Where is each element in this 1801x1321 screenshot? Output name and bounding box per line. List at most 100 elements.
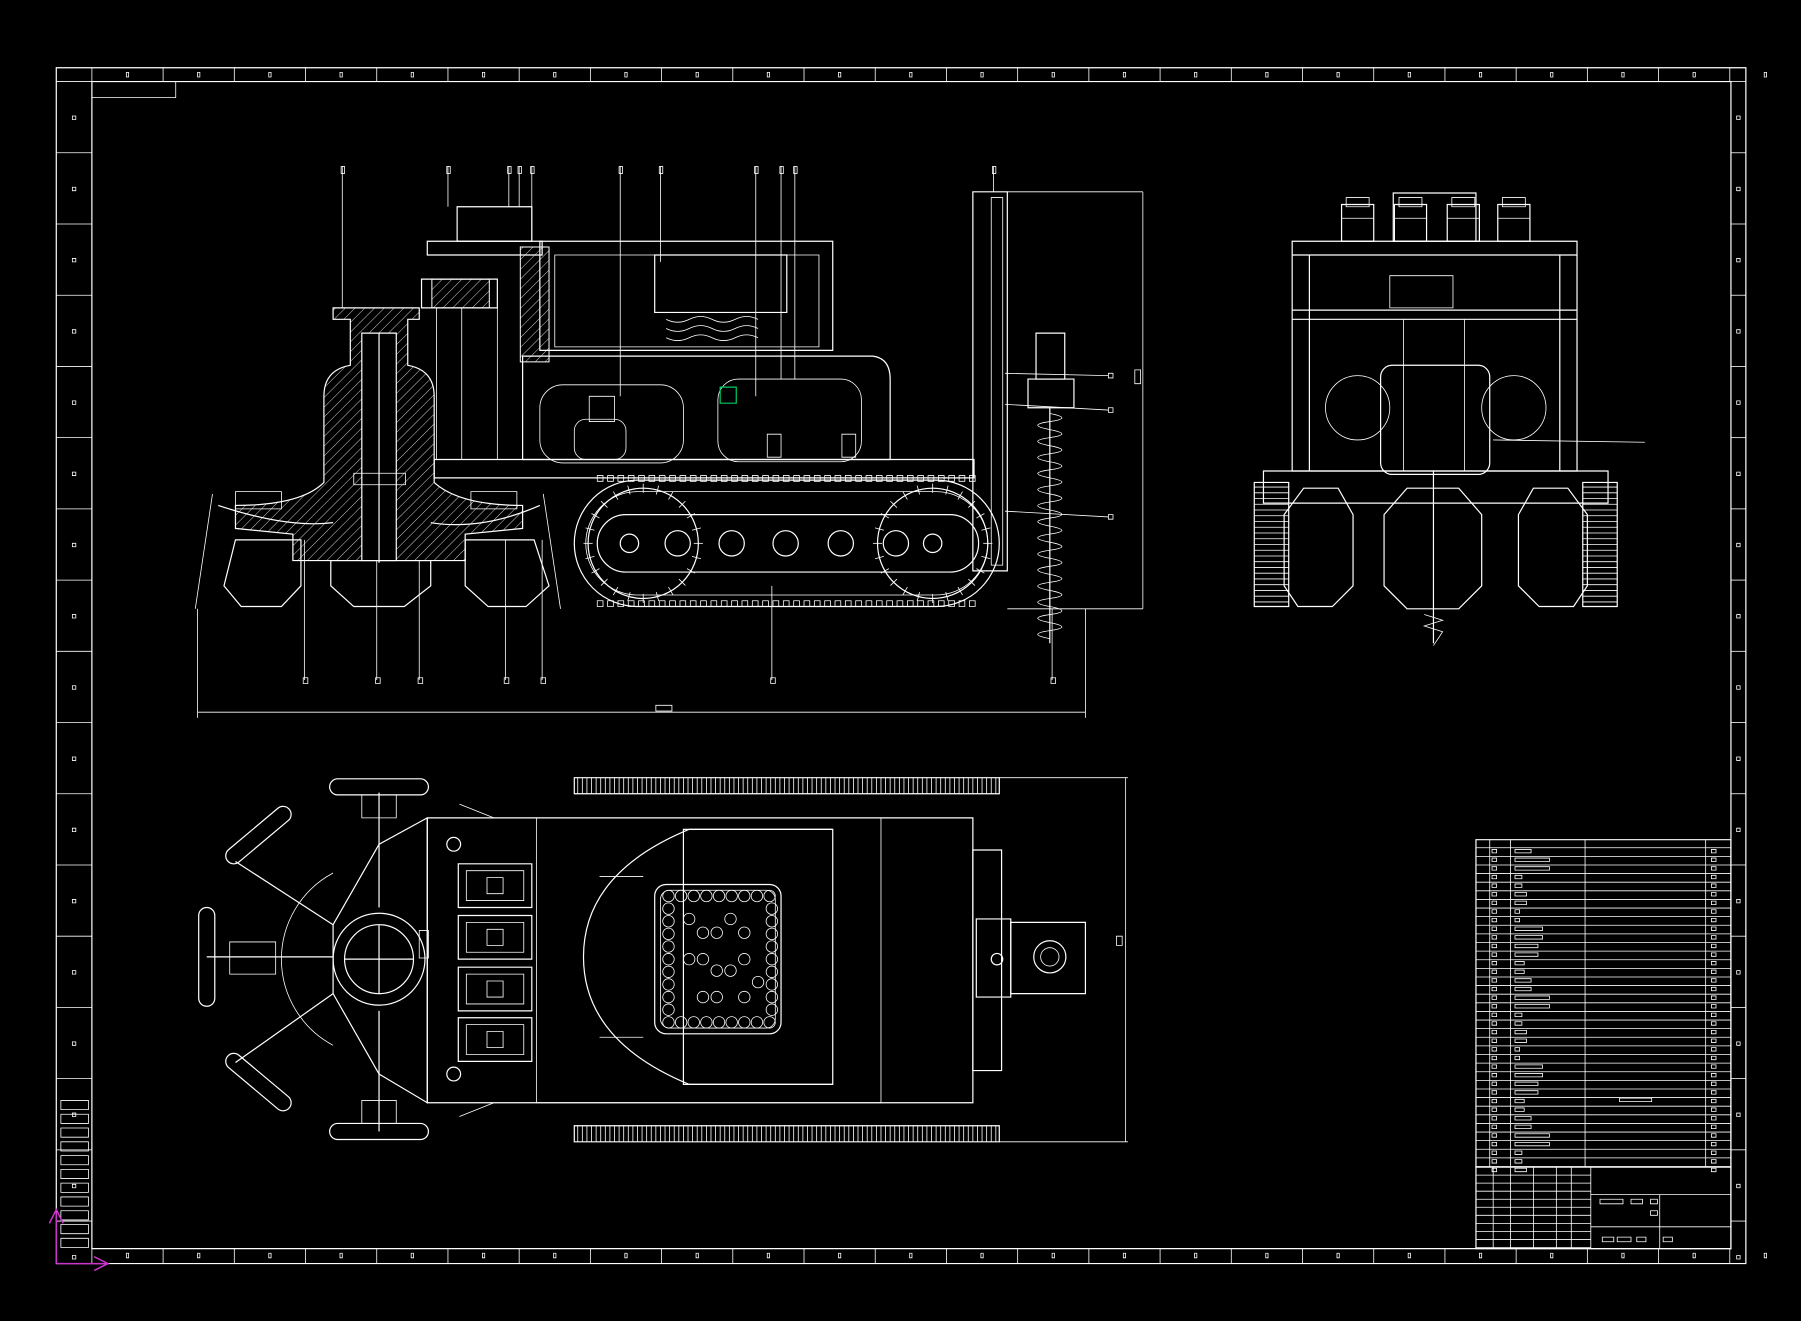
selection-grip-icon[interactable] bbox=[720, 387, 736, 403]
frame-tick-mark bbox=[1479, 1253, 1481, 1258]
bom-cell-mark bbox=[1492, 1039, 1497, 1042]
bom-cell-mark bbox=[1711, 1073, 1716, 1076]
track-tooth bbox=[721, 476, 727, 482]
ucs-axis-icon[interactable] bbox=[49, 1210, 108, 1271]
frame-tick-mark bbox=[1551, 1253, 1553, 1258]
leader-tag bbox=[1051, 678, 1056, 684]
track-tooth bbox=[732, 601, 738, 607]
planter-link bbox=[459, 804, 493, 818]
seed-hole bbox=[739, 890, 750, 901]
bom-cell-mark bbox=[1711, 1134, 1716, 1137]
track-tooth bbox=[639, 476, 645, 482]
frame-tick-mark bbox=[1737, 615, 1740, 618]
bom-cell-text bbox=[1515, 1151, 1522, 1154]
frame-tick-mark bbox=[1737, 757, 1740, 760]
bom-cell-mark bbox=[1492, 996, 1497, 999]
leader-tag bbox=[376, 678, 381, 684]
bom-cell-text bbox=[1515, 1168, 1526, 1171]
frame-tick-mark bbox=[1479, 72, 1481, 77]
frame-tick-mark bbox=[72, 828, 75, 831]
bom-cell-mark bbox=[1492, 1065, 1497, 1068]
track-tooth bbox=[763, 476, 769, 482]
seed-hole bbox=[697, 927, 708, 938]
bom-cell-text bbox=[1515, 987, 1531, 990]
bom-cell-text bbox=[1515, 953, 1538, 956]
seed-hole bbox=[663, 916, 674, 927]
frame-tick-mark bbox=[696, 72, 698, 77]
motor-cap bbox=[1346, 198, 1369, 207]
track-tooth bbox=[918, 476, 924, 482]
frame-tick-mark bbox=[72, 1113, 75, 1116]
bom-cell-mark bbox=[1492, 918, 1497, 921]
bom-cell-mark bbox=[1711, 1065, 1716, 1068]
frame-tick-mark bbox=[198, 1253, 200, 1258]
bom-cell-text bbox=[1515, 893, 1526, 896]
planter-arm bbox=[235, 862, 333, 925]
leader-tag bbox=[755, 167, 758, 174]
leader-tag bbox=[992, 167, 995, 174]
track-roller bbox=[665, 531, 690, 556]
planter-hub bbox=[230, 942, 276, 974]
track-tooth bbox=[845, 476, 851, 482]
frame-tick-mark bbox=[72, 1184, 75, 1187]
control-module-inner bbox=[466, 1025, 523, 1055]
track-tooth bbox=[887, 476, 893, 482]
leader-tag bbox=[518, 167, 521, 174]
track-tooth bbox=[804, 601, 810, 607]
seed-hole bbox=[663, 953, 674, 964]
bom-cell-text bbox=[1515, 1160, 1522, 1163]
seed-hole bbox=[713, 1017, 724, 1028]
planter-hub bbox=[362, 1100, 396, 1123]
track-roller bbox=[883, 531, 908, 556]
track-tooth bbox=[721, 601, 727, 607]
frame-tick-mark bbox=[625, 72, 627, 77]
bom-cell-mark bbox=[1711, 1117, 1716, 1120]
track-tooth bbox=[597, 476, 603, 482]
bom-cell-mark bbox=[1711, 1082, 1716, 1085]
track-tooth bbox=[773, 476, 779, 482]
leader-tag bbox=[771, 678, 776, 684]
bom-cell-text bbox=[1515, 884, 1522, 887]
seed-hole bbox=[675, 1017, 686, 1028]
seed-hole bbox=[713, 890, 724, 901]
track-tooth bbox=[742, 476, 748, 482]
title-cell-text bbox=[1651, 1211, 1658, 1216]
frame-tick-mark bbox=[767, 1253, 769, 1258]
track-tooth bbox=[928, 476, 934, 482]
track-tooth bbox=[907, 601, 913, 607]
planter-wheel bbox=[199, 907, 215, 1006]
frame-tick-mark bbox=[1737, 543, 1740, 546]
planter-hub bbox=[362, 795, 396, 818]
bom-cell-mark bbox=[1711, 1030, 1716, 1033]
frame-tick-mark bbox=[72, 258, 75, 261]
bom-cell-text bbox=[1515, 1125, 1531, 1128]
bom-cell-text bbox=[1515, 1039, 1526, 1042]
title-cell-text bbox=[1663, 1237, 1672, 1242]
bom-cell-mark bbox=[1711, 849, 1716, 852]
track-tooth bbox=[959, 601, 965, 607]
bom-cell-mark bbox=[1711, 875, 1716, 878]
frame-tick-mark bbox=[981, 1253, 983, 1258]
frame-tick-mark bbox=[1693, 72, 1695, 77]
bom-cell-mark bbox=[1492, 1048, 1497, 1051]
bom-cell-mark bbox=[1711, 901, 1716, 904]
revision-cell bbox=[61, 1225, 89, 1234]
bom-cell-mark bbox=[1711, 1005, 1716, 1008]
control-module bbox=[458, 1018, 532, 1062]
bom-cell-mark bbox=[1492, 1151, 1497, 1154]
control-modules bbox=[458, 864, 532, 1062]
seed-hole bbox=[711, 965, 722, 976]
bom-cell-mark bbox=[1711, 1099, 1716, 1102]
seed-hole bbox=[701, 890, 712, 901]
title-cell-text bbox=[1617, 1237, 1631, 1242]
frame-tick-mark bbox=[1737, 187, 1740, 190]
leader-tag bbox=[531, 167, 534, 174]
frame-tick-mark bbox=[1622, 72, 1624, 77]
leader-tag bbox=[794, 167, 797, 174]
frame-tick-mark bbox=[1551, 72, 1553, 77]
bom-cell-mark bbox=[1492, 1108, 1497, 1111]
frame-tick-mark bbox=[340, 72, 342, 77]
frame-tick-mark bbox=[72, 1256, 75, 1259]
bom-cell-mark bbox=[1492, 875, 1497, 878]
